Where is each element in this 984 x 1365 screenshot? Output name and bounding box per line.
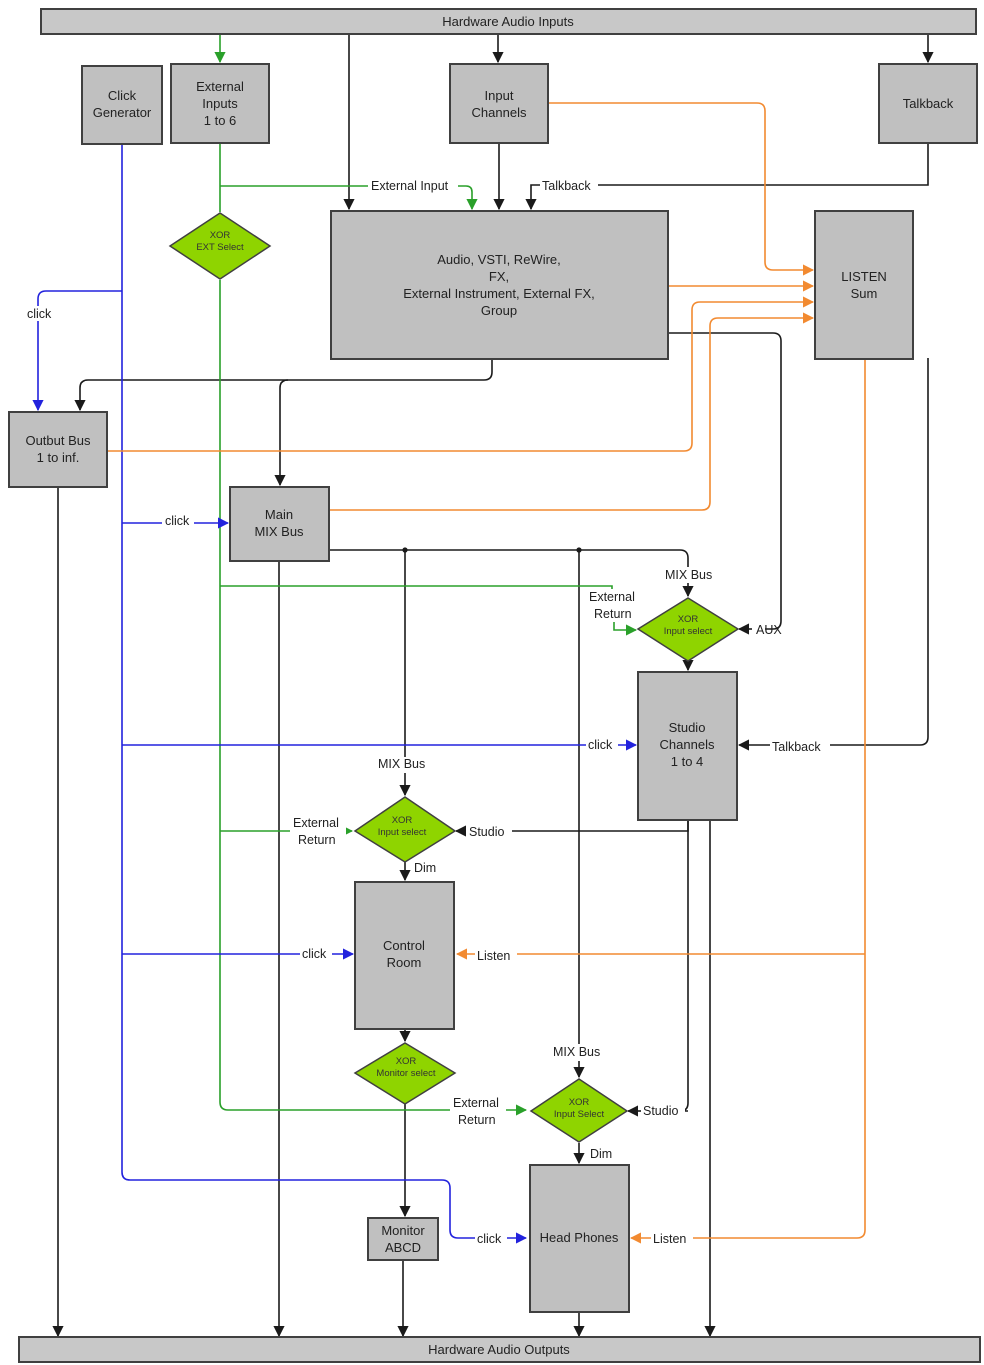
click-generator-line-1: Click	[108, 88, 137, 103]
label-studio-cr: Studio	[469, 825, 504, 839]
listen-sum-box: LISTEN Sum	[814, 210, 914, 360]
label-click-main: click	[165, 514, 190, 528]
label-listen-cr: Listen	[477, 949, 510, 963]
talkback-box: Talkback	[878, 63, 978, 144]
main-mix-line-2: MIX Bus	[254, 524, 304, 539]
xor-hp-input-line-1: XOR	[569, 1097, 590, 1108]
xor-ext-select-line-1: XOR	[210, 230, 231, 241]
label-click-hp: click	[477, 1232, 502, 1246]
xor-cr-input-select: XOR Input select	[353, 796, 457, 863]
label-mix-bus-cr: MIX Bus	[378, 757, 425, 771]
external-inputs-box: External Inputs 1 to 6	[170, 63, 270, 144]
label-dim-hp: Dim	[590, 1147, 612, 1161]
label-external-return-cr-2: Return	[298, 833, 336, 847]
label-click-cr: click	[302, 947, 327, 961]
output-bus-line-2: 1 to inf.	[37, 450, 80, 465]
studio-channels-line-3: 1 to 4	[671, 754, 704, 769]
black-connectors	[52, 34, 934, 1338]
label-listen-hp: Listen	[653, 1232, 686, 1246]
listen-connectors	[107, 102, 866, 1244]
control-room-line-2: Room	[387, 955, 422, 970]
monitor-abcd-line-1: Monitor	[381, 1223, 425, 1238]
label-click-studio: click	[588, 738, 613, 752]
output-bus-line-1: Outbut Bus	[25, 433, 91, 448]
external-inputs-line-3: 1 to 6	[204, 113, 237, 128]
listen-sum-line-1: LISTEN	[841, 269, 887, 284]
audio-group-line-2: FX,	[489, 269, 509, 284]
click-generator-line-2: Generator	[93, 105, 152, 120]
xor-cr-input-line-1: XOR	[392, 815, 413, 826]
input-channels-line-1: Input	[485, 88, 514, 103]
label-external-return-studio-1: External	[589, 590, 635, 604]
xor-studio-input-line-2: Input select	[664, 626, 713, 637]
xor-monitor-select-line-2: Monitor select	[376, 1068, 435, 1079]
xor-monitor-select: XOR Monitor select	[353, 1042, 457, 1105]
audio-group-line-4: Group	[481, 303, 517, 318]
audio-group-line-1: Audio, VSTI, ReWire,	[437, 252, 561, 267]
xor-studio-input-select: XOR Input select	[636, 597, 740, 662]
head-phones-box: Head Phones	[529, 1164, 630, 1313]
output-bus-box: Outbut Bus 1 to inf.	[8, 411, 108, 488]
label-external-return-hp-1: External	[453, 1096, 499, 1110]
label-talkback-studio: Talkback	[772, 740, 821, 754]
label-mix-bus-studio: MIX Bus	[665, 568, 712, 582]
label-external-return-hp-2: Return	[458, 1113, 496, 1127]
studio-channels-line-1: Studio	[669, 720, 706, 735]
label-click-left: click	[27, 307, 52, 321]
label-external-return-cr-1: External	[293, 816, 339, 830]
xor-hp-input-select: XOR Input Select	[529, 1078, 629, 1143]
label-studio-hp: Studio	[643, 1104, 678, 1118]
monitor-abcd-line-2: ABCD	[385, 1240, 421, 1255]
audio-group-box: Audio, VSTI, ReWire, FX, External Instru…	[330, 210, 669, 360]
external-inputs-line-2: Inputs	[202, 96, 238, 111]
main-mix-line-1: Main	[265, 507, 293, 522]
monitor-abcd-box: Monitor ABCD	[367, 1217, 439, 1261]
control-room-box: Control Room	[354, 881, 455, 1030]
label-mix-bus-hp: MIX Bus	[553, 1045, 600, 1059]
xor-hp-input-line-2: Input Select	[554, 1109, 605, 1120]
label-aux: AUX	[756, 623, 782, 637]
click-generator-box: Click Generator	[81, 65, 163, 145]
xor-monitor-select-line-1: XOR	[396, 1056, 417, 1067]
connector-labels: External Input Talkback click click MIX …	[24, 178, 829, 1246]
studio-channels-line-2: Channels	[660, 737, 715, 752]
click-connectors	[32, 145, 638, 1244]
control-room-line-1: Control	[383, 938, 425, 953]
head-phones-label: Head Phones	[540, 1230, 619, 1245]
xor-ext-select: XOR EXT Select	[168, 212, 272, 280]
hardware-audio-inputs-bar: Hardware Audio Inputs	[40, 8, 977, 35]
main-mix-bus-box: Main MIX Bus	[229, 486, 330, 562]
input-channels-line-2: Channels	[472, 105, 527, 120]
listen-sum-line-2: Sum	[851, 286, 878, 301]
input-channels-box: Input Channels	[449, 63, 549, 144]
xor-ext-select-line-2: EXT Select	[196, 242, 244, 253]
audio-group-line-3: External Instrument, External FX,	[403, 286, 594, 301]
hardware-audio-outputs-label: Hardware Audio Outputs	[428, 1342, 570, 1357]
label-external-input: External Input	[371, 179, 449, 193]
label-talkback-top: Talkback	[542, 179, 591, 193]
external-inputs-line-1: External	[196, 79, 244, 94]
hardware-audio-outputs-bar: Hardware Audio Outputs	[18, 1336, 981, 1363]
studio-channels-box: Studio Channels 1 to 4	[637, 671, 738, 821]
xor-studio-input-line-1: XOR	[678, 614, 699, 625]
label-external-return-studio-2: Return	[594, 607, 632, 621]
label-dim-cr: Dim	[414, 861, 436, 875]
talkback-label: Talkback	[903, 96, 954, 111]
hardware-audio-inputs-label: Hardware Audio Inputs	[442, 14, 574, 29]
xor-cr-input-line-2: Input select	[378, 827, 427, 838]
